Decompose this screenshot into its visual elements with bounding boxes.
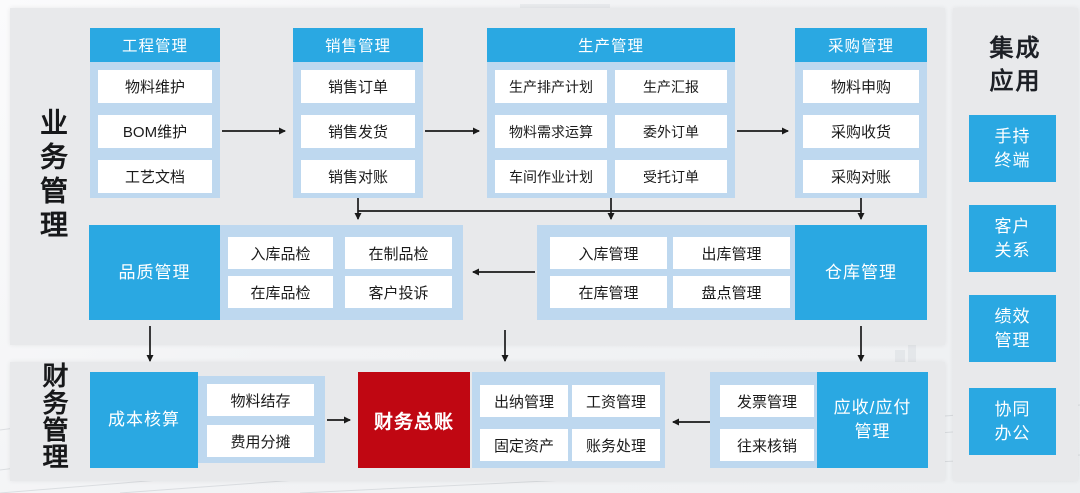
quality-block: 品质管理 入库品检 在制品检 在库品检 客户投诉 (89, 225, 463, 320)
purchase-header: 采购管理 (795, 28, 927, 62)
node-outsourcing-order: 委外订单 (615, 115, 727, 148)
cost-items-block: 物料结存 费用分摊 (198, 376, 325, 463)
app-line: 手持 (994, 126, 1031, 146)
node-material-balance: 物料结存 (207, 384, 314, 416)
node-consignment-order: 受托订单 (615, 160, 727, 193)
node-transaction-writeoff: 往来核销 (720, 429, 814, 461)
node-purchase-receiving: 采购收货 (803, 115, 919, 148)
app-line: 客户 (994, 216, 1031, 236)
sales-column: 销售管理 销售订单 销售发货 销售对账 (293, 28, 423, 198)
engineering-column: 工程管理 物料维护 BOM维护 工艺文档 (90, 28, 220, 198)
node-incoming-inspection: 入库品检 (228, 237, 333, 269)
production-column: 生产管理 生产排产计划 物料需求运算 车间作业计划 生产汇报 委外订单 受托订单 (487, 28, 735, 198)
production-header: 生产管理 (487, 28, 735, 62)
app-handheld-terminal: 手持 终端 (969, 115, 1056, 182)
node-material-requisition: 物料申购 (803, 70, 919, 103)
node-customer-complaint: 客户投诉 (345, 276, 452, 308)
app-customer-relationship: 客户 关系 (969, 205, 1056, 272)
node-sales-reconciliation: 销售对账 (301, 160, 415, 193)
app-line: 办公 (994, 423, 1031, 443)
node-sales-shipment: 销售发货 (301, 115, 415, 148)
node-purchase-reconciliation: 采购对账 (803, 160, 919, 193)
node-cashier-management: 出纳管理 (480, 385, 568, 417)
receivable-title-line1: 应收/应付 (833, 398, 912, 417)
integration-title-line2: 应用 (989, 68, 1042, 95)
receivable-title-line2: 管理 (854, 422, 891, 441)
node-fixed-assets: 固定资产 (480, 429, 568, 461)
node-invoice-management: 发票管理 (720, 385, 814, 417)
app-line: 绩效 (994, 306, 1031, 326)
node-material-maintenance: 物料维护 (98, 70, 212, 103)
node-outbound-management: 出库管理 (673, 237, 790, 269)
node-stock-inspection: 在库品检 (228, 276, 333, 308)
finance-management-label: 财务管理 (39, 362, 69, 470)
general-ledger-box: 财务总账 (358, 372, 470, 468)
warehouse-title: 仓库管理 (795, 225, 927, 320)
node-production-scheduling: 生产排产计划 (495, 70, 607, 103)
app-collaborative-office: 协同 办公 (969, 388, 1056, 455)
sales-header: 销售管理 (293, 28, 423, 62)
engineering-header: 工程管理 (90, 28, 220, 62)
node-accounting-processing: 账务处理 (572, 429, 660, 461)
node-expense-allocation: 费用分摊 (207, 425, 314, 457)
integration-title: 集成 应用 (953, 32, 1078, 98)
cashier-block: 出纳管理 工资管理 固定资产 账务处理 (472, 372, 665, 468)
integration-title-line1: 集成 (989, 35, 1042, 62)
node-sales-order: 销售订单 (301, 70, 415, 103)
quality-title: 品质管理 (89, 225, 220, 320)
business-management-label: 业务管理 (37, 108, 68, 244)
node-production-report: 生产汇报 (615, 70, 727, 103)
node-mrp-calculation: 物料需求运算 (495, 115, 607, 148)
purchase-column: 采购管理 物料申购 采购收货 采购对账 (795, 28, 927, 198)
app-line: 协同 (994, 399, 1031, 419)
node-payroll-management: 工资管理 (572, 385, 660, 417)
node-bom-maintenance: BOM维护 (98, 115, 212, 148)
node-stocktaking-management: 盘点管理 (673, 276, 790, 308)
app-line: 管理 (994, 330, 1031, 350)
node-process-documents: 工艺文档 (98, 160, 212, 193)
node-workshop-plan: 车间作业计划 (495, 160, 607, 193)
receivable-payable-title: 应收/应付 管理 (817, 372, 928, 468)
app-line: 关系 (994, 240, 1031, 260)
node-stock-management: 在库管理 (550, 276, 667, 308)
node-inbound-management: 入库管理 (550, 237, 667, 269)
app-line: 终端 (994, 150, 1031, 170)
warehouse-block: 入库管理 出库管理 在库管理 盘点管理 仓库管理 (537, 225, 927, 320)
cost-accounting-box: 成本核算 (90, 372, 198, 468)
app-performance-management: 绩效 管理 (969, 295, 1056, 362)
node-inprocess-inspection: 在制品检 (345, 237, 452, 269)
receivable-block: 发票管理 往来核销 应收/应付 管理 (710, 372, 928, 468)
